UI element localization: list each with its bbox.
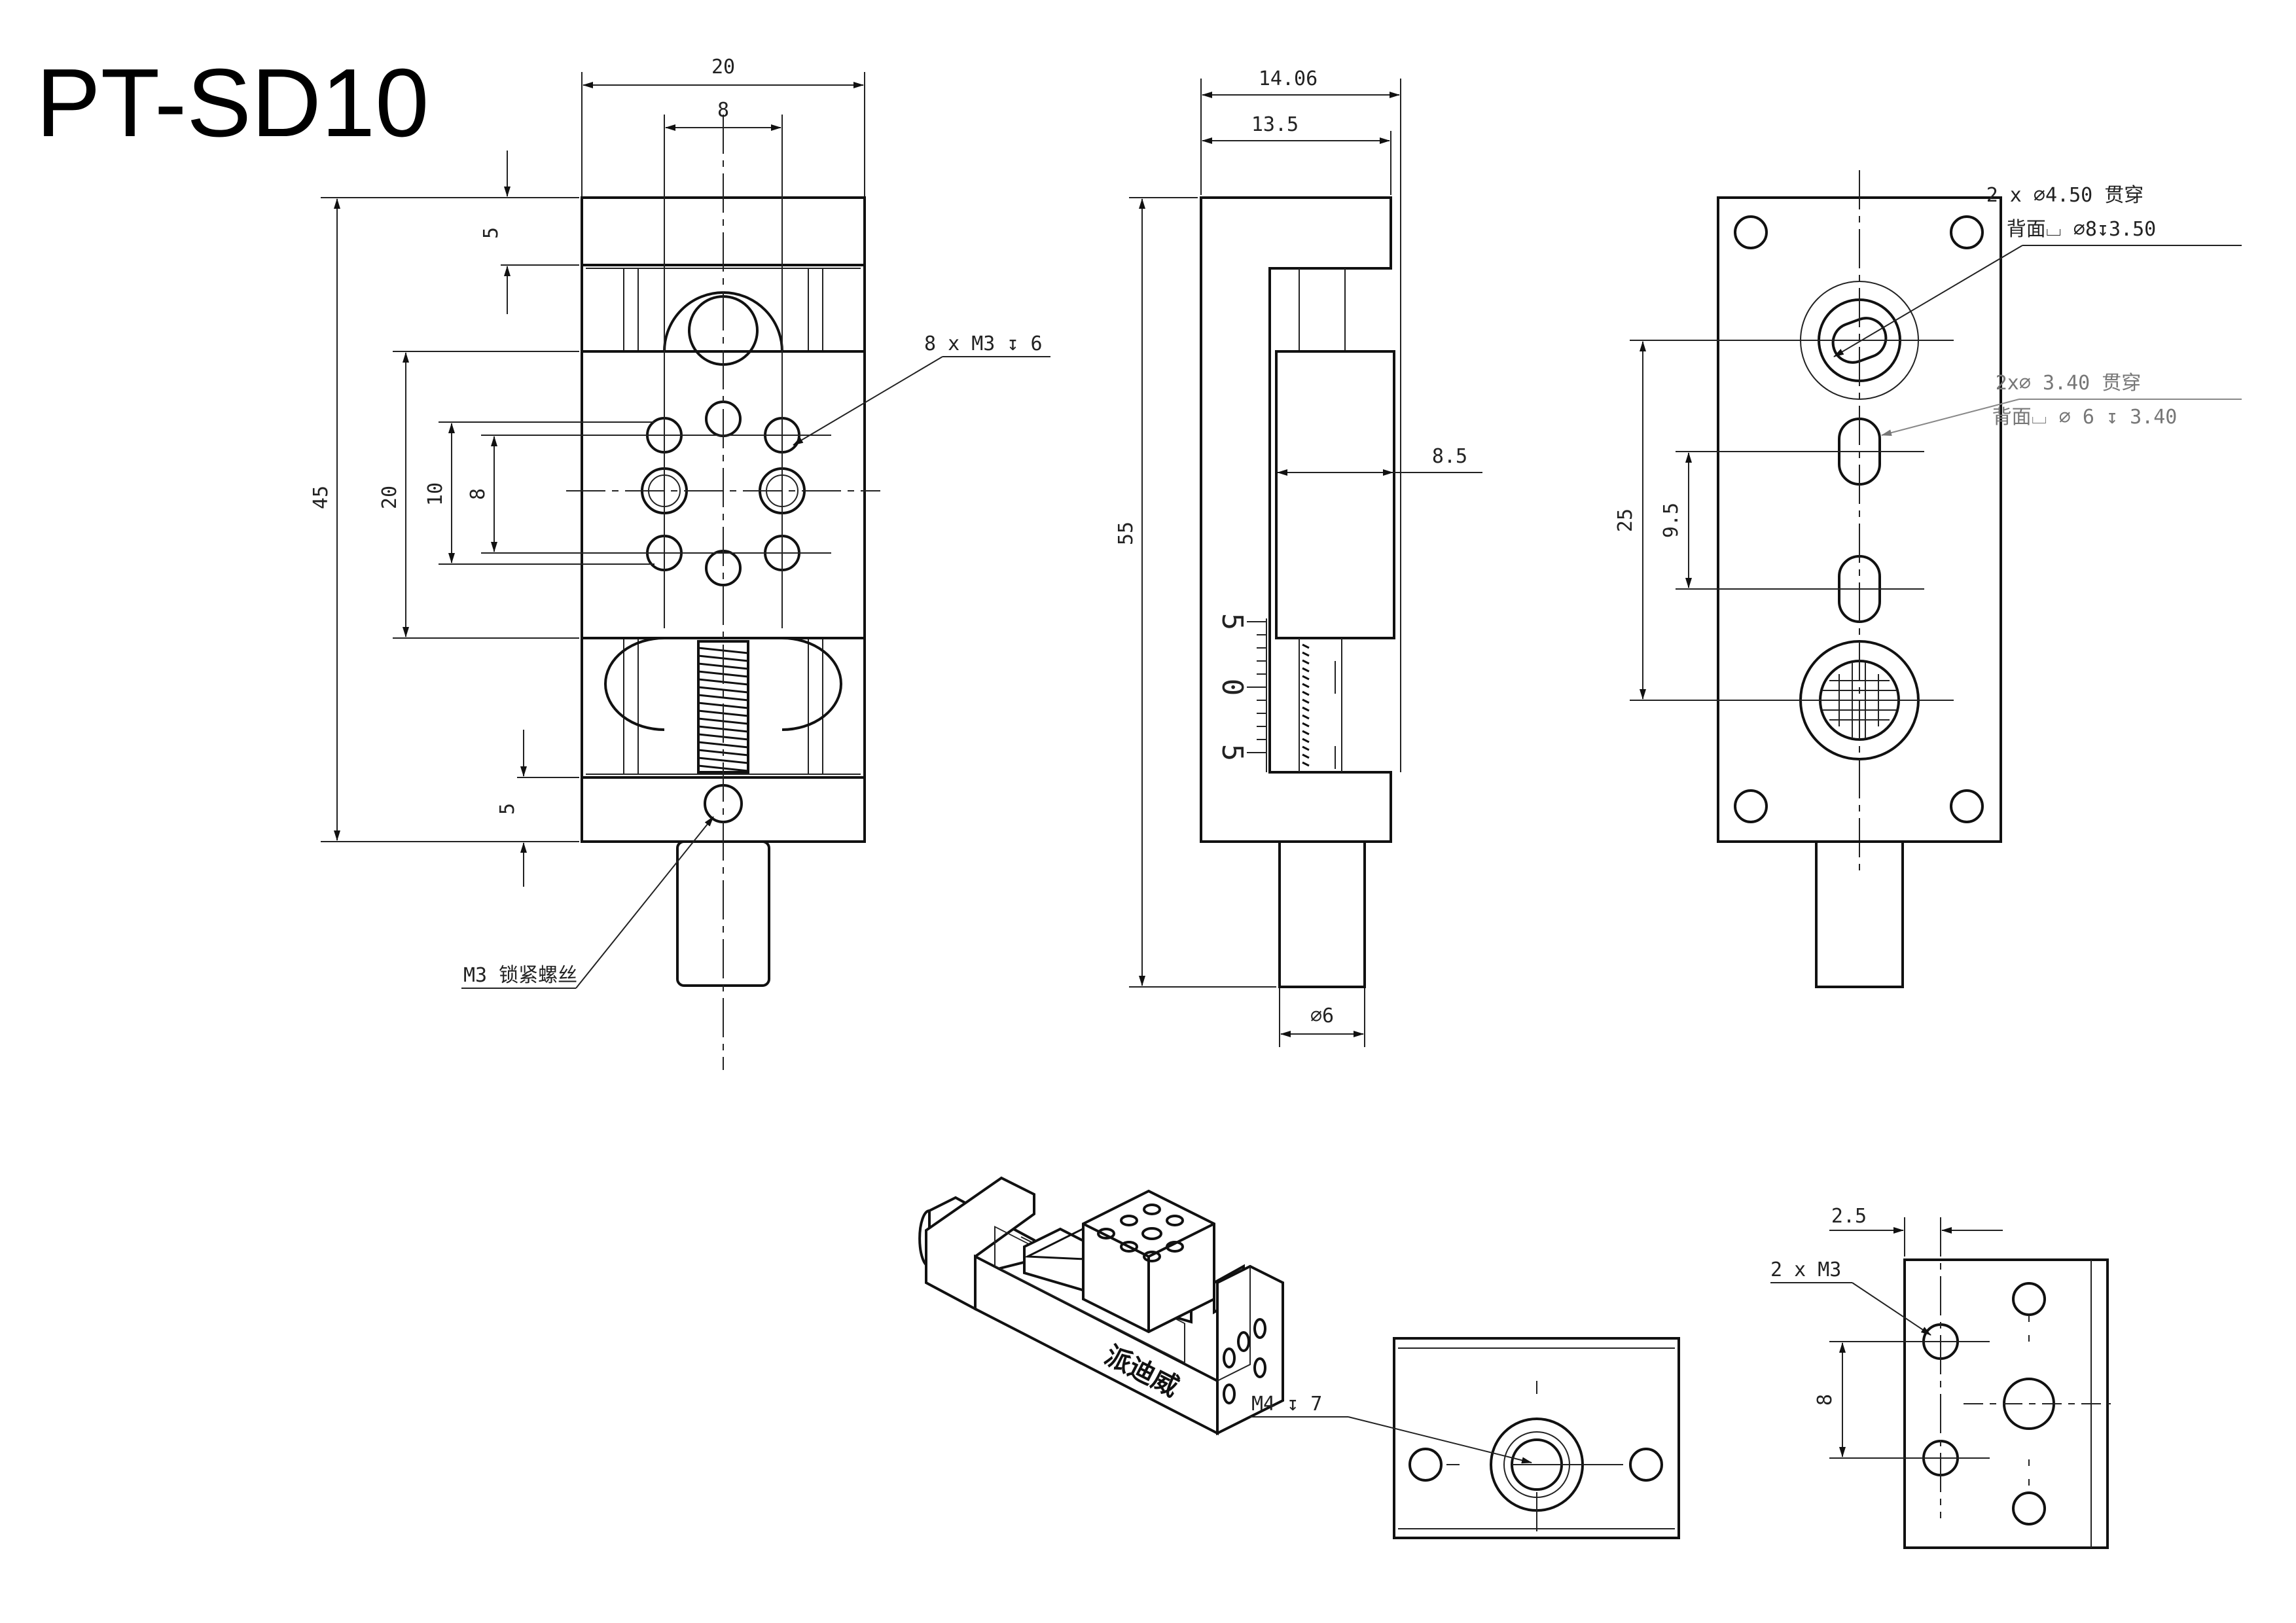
front-width-dim: 20 bbox=[711, 56, 735, 79]
product-title: PT-SD10 bbox=[36, 49, 429, 157]
front-tapped-holes-note: 8 x M3 ↧ 6 bbox=[924, 332, 1043, 355]
side-view: 5 0 5 14.06 13.5 55 8.5 ⌀6 bbox=[1115, 67, 1482, 1047]
side-carriage bbox=[1275, 350, 1395, 639]
front-view: 20 8 45 20 10 8 5 5 8 x M3 ↧ 6 bbox=[310, 56, 1050, 1070]
front-height-dim: 45 bbox=[310, 486, 332, 509]
scale-label-bottom: 5 bbox=[1215, 744, 1249, 762]
back-cbore-note-1: 背面⌴ ⌀8↧3.50 bbox=[2007, 218, 2157, 241]
scale-label-zero: 0 bbox=[1215, 679, 1249, 696]
iso-front-flange bbox=[925, 1176, 1035, 1311]
side-height-dim: 55 bbox=[1115, 522, 1138, 545]
side-carriage-dim: 8.5 bbox=[1432, 445, 1467, 468]
end-offset-dim: 2.5 bbox=[1831, 1205, 1867, 1228]
back-knob bbox=[1815, 840, 1904, 988]
back-spacing-dim: 9.5 bbox=[1660, 503, 1683, 538]
side-knob-dia-dim: ⌀6 bbox=[1310, 1005, 1334, 1027]
front-pattern-inner-dim: 8 bbox=[467, 488, 490, 500]
bottom-tapped-note: M4 ↧ 7 bbox=[1251, 1393, 1322, 1416]
micrometer-scale: 5 0 5 bbox=[1215, 613, 1267, 772]
side-depth-dim: 14.06 bbox=[1259, 67, 1318, 90]
bottom-view: M4 ↧ 7 bbox=[1250, 1337, 1680, 1548]
iso-view: 派迪威 bbox=[918, 1176, 1284, 1436]
side-depth2-dim: 13.5 bbox=[1251, 113, 1299, 136]
bottom-body-outline bbox=[1393, 1337, 1680, 1539]
front-platform-dim: 20 bbox=[378, 486, 401, 509]
front-bottom-flange-dim: 5 bbox=[496, 803, 519, 815]
end-tapped-note: 2 x M3 bbox=[1770, 1258, 1841, 1281]
side-body-outline bbox=[1200, 196, 1392, 843]
scale-label-top: 5 bbox=[1215, 613, 1249, 631]
end-spacing-dim: 8 bbox=[1814, 1394, 1837, 1406]
back-thru-note-2: 2x⌀ 3.40 贯穿 bbox=[1996, 372, 2142, 395]
back-cbore-note-2: 背面⌴ ⌀ 6 ↧ 3.40 bbox=[1992, 406, 2178, 429]
front-pattern-outer-dim: 10 bbox=[424, 482, 447, 506]
back-thru-note-1: 2 x ⌀4.50 贯穿 bbox=[1986, 184, 2144, 207]
back-view: 25 9.5 2 x ⌀4.50 贯穿 背面⌴ ⌀8↧3.50 2x⌀ 3.40… bbox=[1614, 170, 2242, 988]
lock-screw-note: M3 锁紧螺丝 bbox=[463, 964, 577, 987]
end-view: 2.5 2 x M3 8 bbox=[1770, 1205, 2111, 1549]
back-height-dim: 25 bbox=[1614, 508, 1637, 532]
front-hole-spacing-dim: 8 bbox=[717, 99, 729, 122]
side-knob bbox=[1278, 840, 1366, 988]
front-top-flange-dim: 5 bbox=[480, 227, 503, 239]
